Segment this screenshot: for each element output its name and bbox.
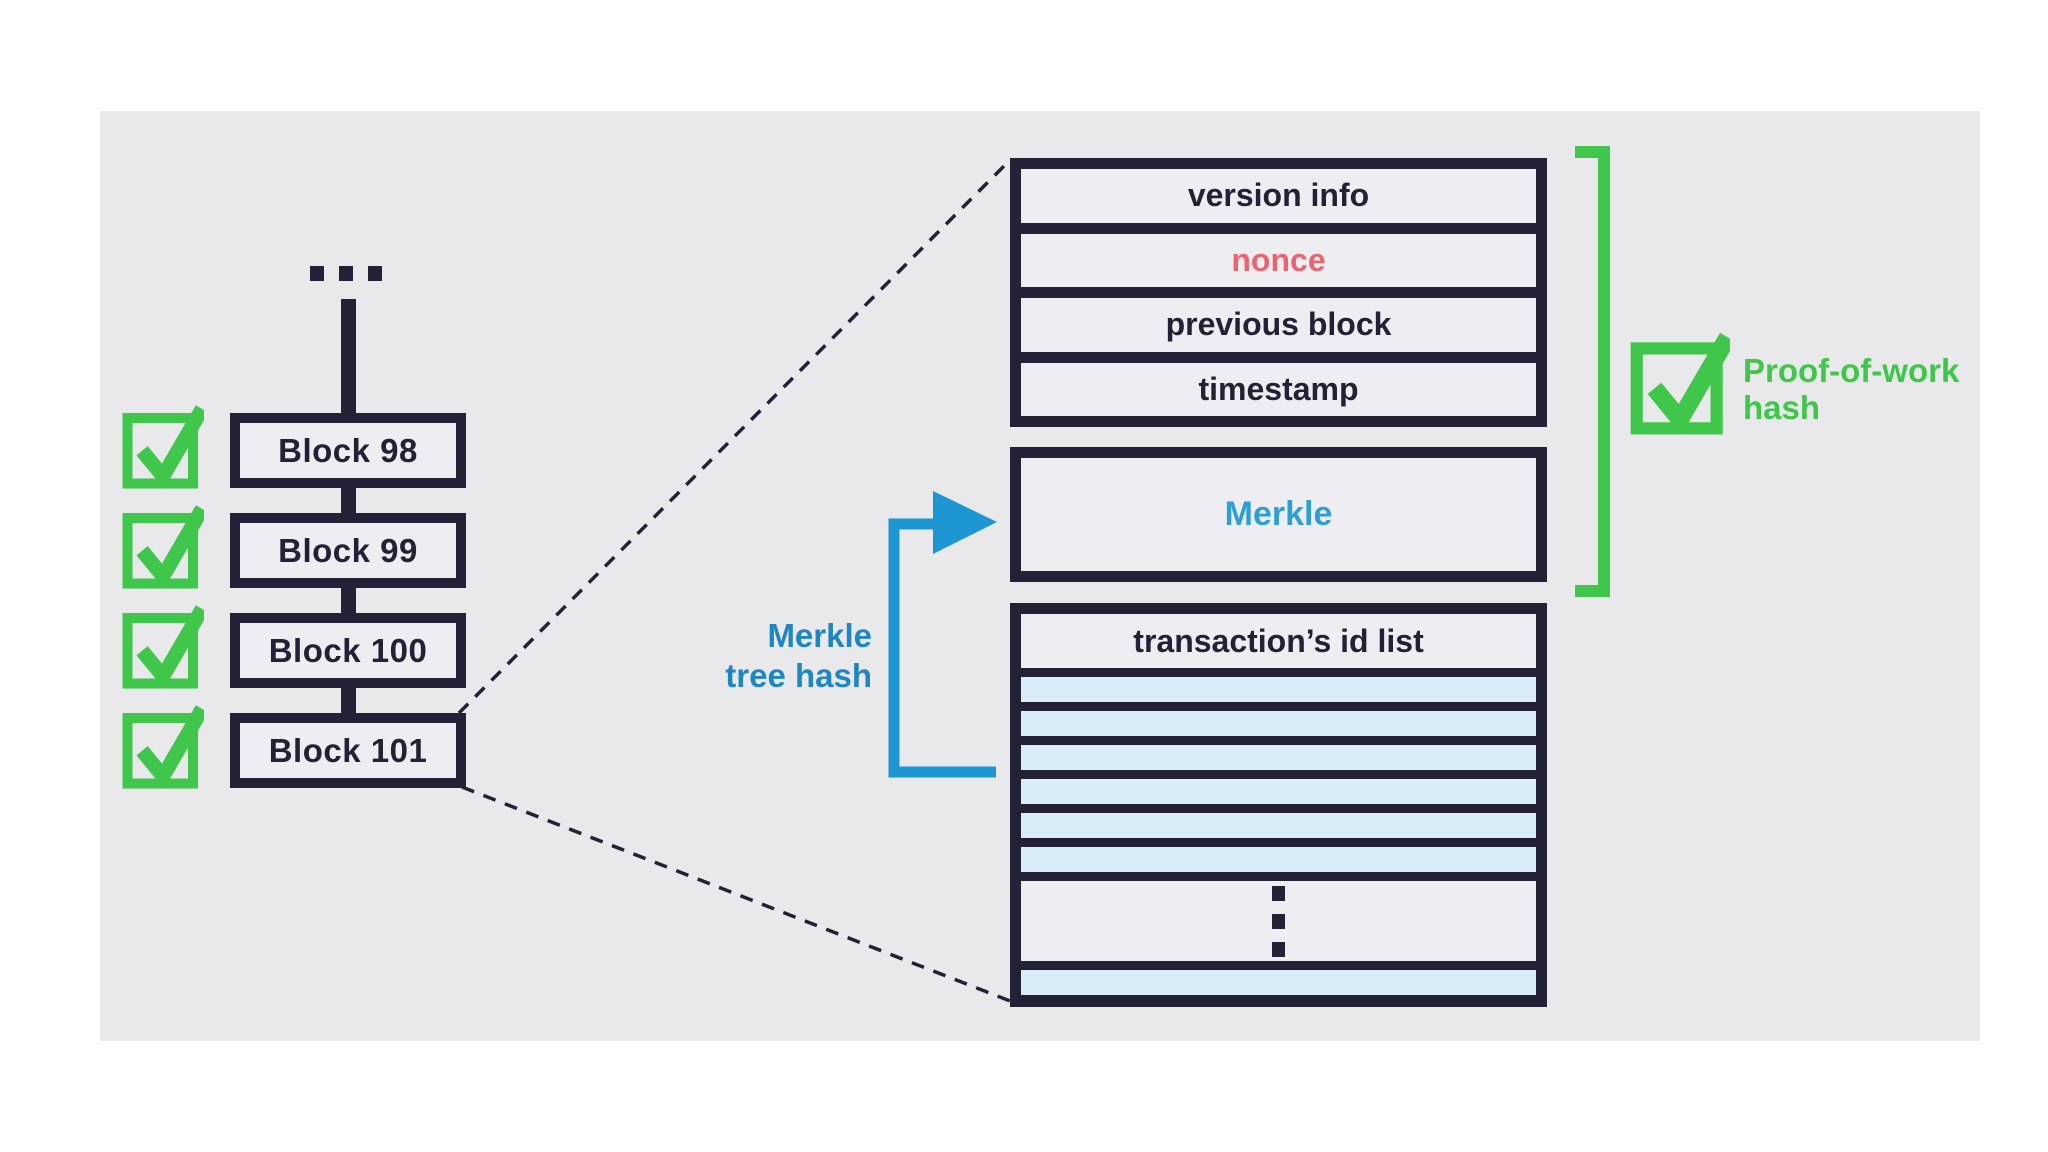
transaction-row (1021, 970, 1536, 995)
verified-check-icon (122, 498, 204, 589)
chain-link (341, 488, 356, 514)
block-98: Block 98 (230, 413, 466, 488)
verified-check-icon (122, 398, 204, 489)
merkle-tree-hash-label: Merkle tree hash (725, 617, 872, 694)
transaction-row (1021, 711, 1536, 736)
block-label: Block 100 (268, 631, 428, 669)
block-100: Block 100 (230, 613, 466, 688)
transaction-row (1021, 813, 1536, 838)
field-previous-block: previous block (1021, 298, 1536, 352)
merkle-field-label: Merkle (1224, 495, 1333, 533)
verified-check-icon (122, 698, 204, 789)
transaction-row (1021, 779, 1536, 804)
chain-link (341, 588, 356, 614)
verified-check-icon (122, 598, 204, 689)
chain-link (341, 299, 356, 415)
proof-of-work-check-icon (1630, 324, 1730, 435)
chain-continues-ellipsis-icon (310, 266, 382, 281)
transaction-row (1021, 847, 1536, 872)
transaction-id-list-box: transaction’s id list (1010, 603, 1547, 1007)
field-nonce: nonce (1021, 233, 1536, 287)
chain-link (341, 688, 356, 714)
transaction-row (1021, 677, 1536, 702)
transaction-row (1021, 745, 1536, 770)
more-transactions-ellipsis-icon (1021, 881, 1536, 961)
field-version-info: version info (1021, 169, 1536, 223)
block-label: Block 101 (268, 731, 428, 769)
block-header-fields: version info nonce previous block timest… (1010, 158, 1547, 427)
block-label: Block 99 (278, 531, 418, 569)
block-101: Block 101 (230, 713, 466, 788)
block-label: Block 98 (278, 431, 418, 469)
proof-of-work-hash-label: Proof-of-work hash (1743, 352, 1960, 426)
field-merkle: Merkle (1010, 447, 1547, 582)
field-timestamp: timestamp (1021, 362, 1536, 416)
transaction-list-header: transaction’s id list (1021, 614, 1536, 668)
block-99: Block 99 (230, 513, 466, 588)
